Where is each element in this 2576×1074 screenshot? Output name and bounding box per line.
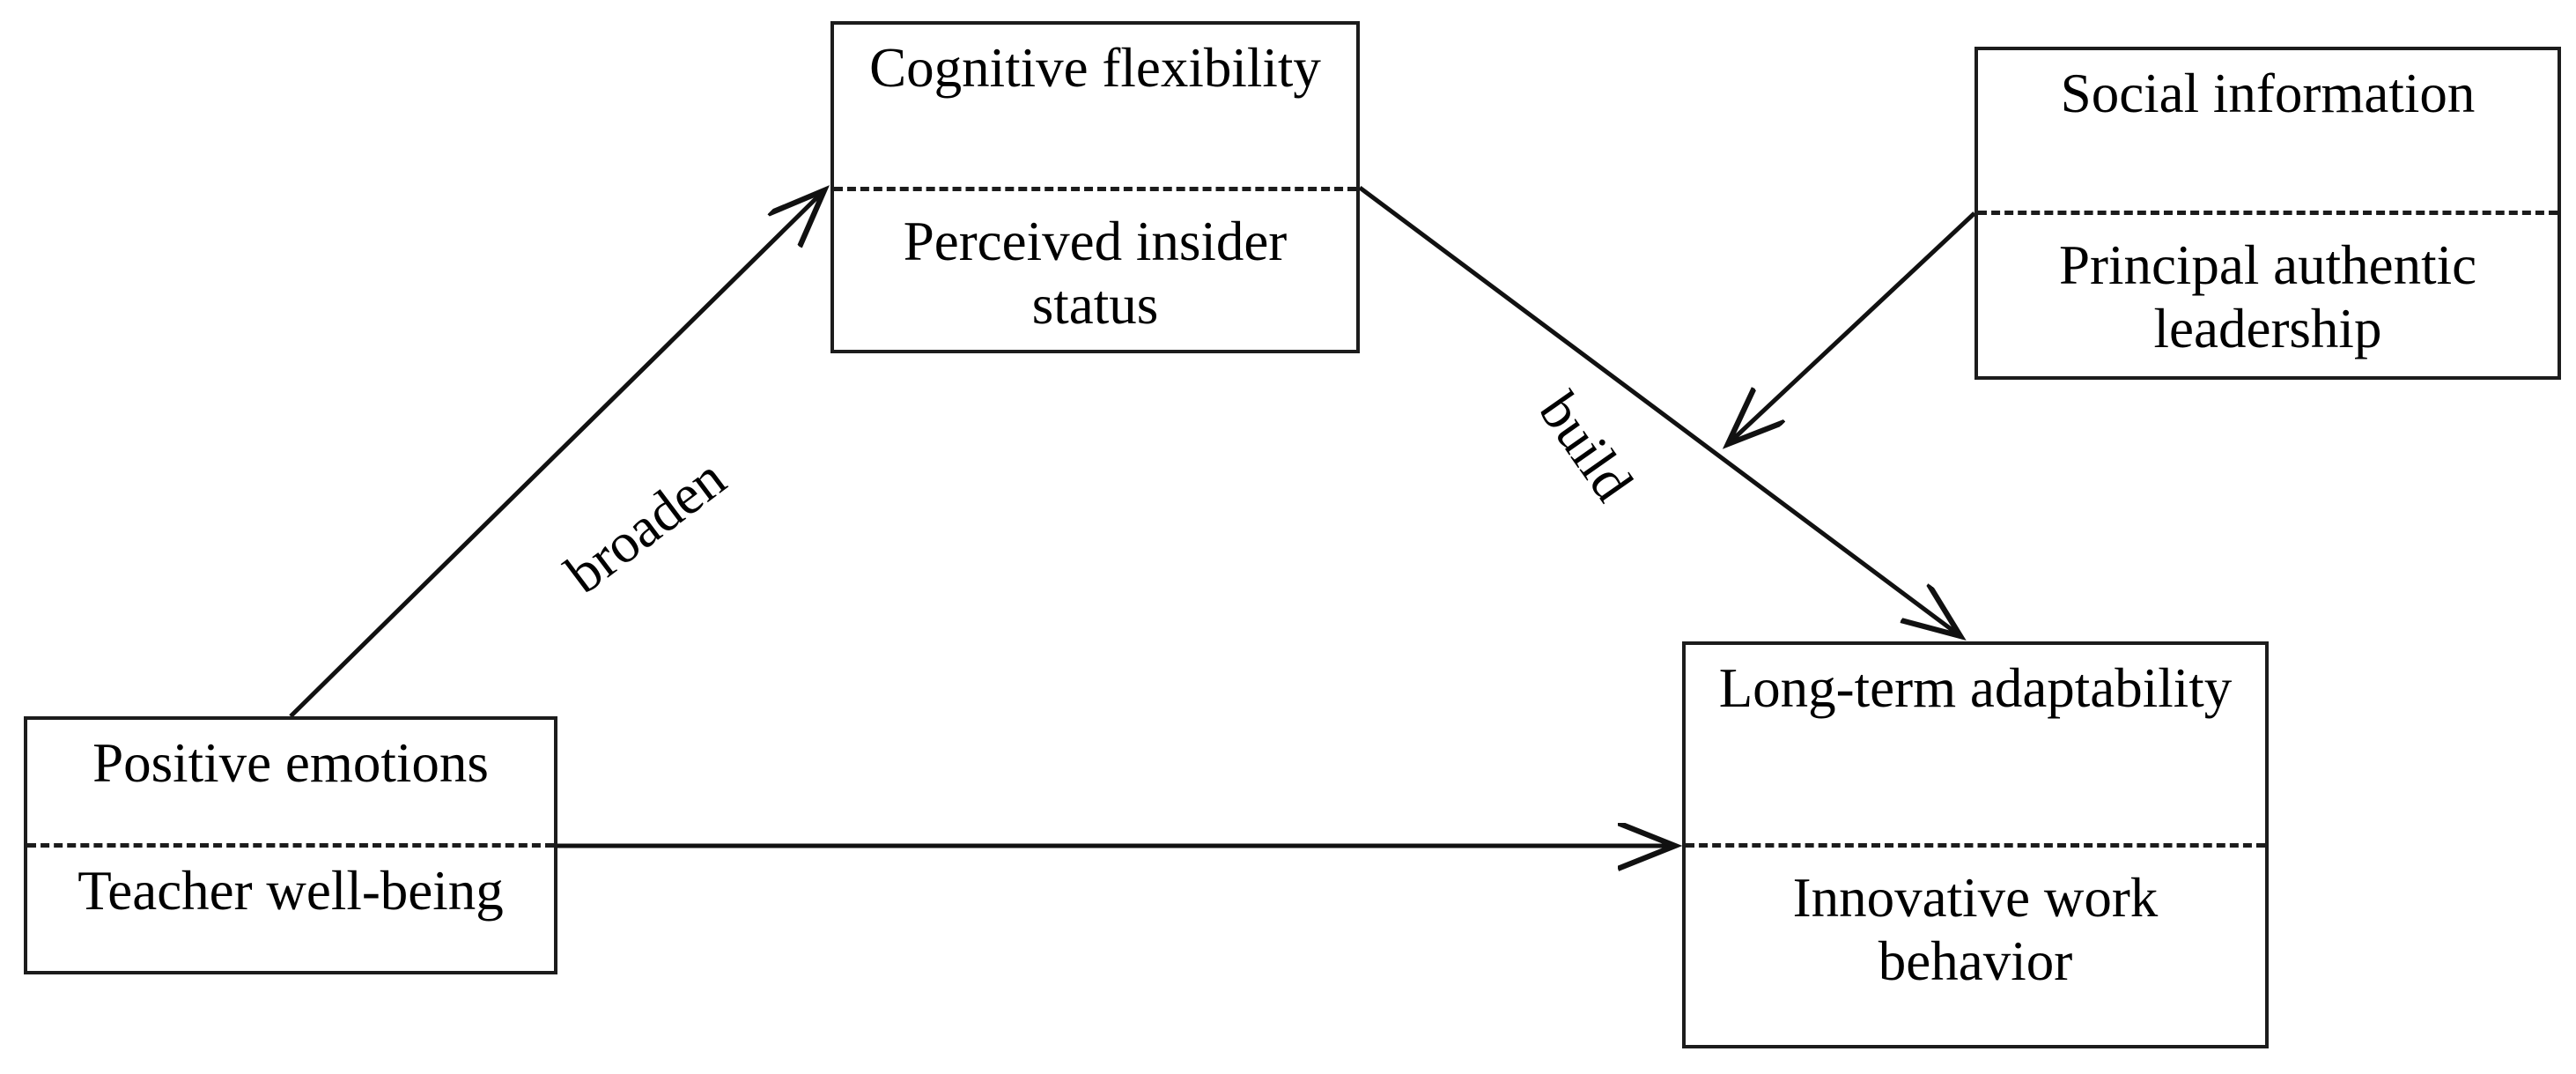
edge-moderation-line [1728,211,1976,444]
node-positive-emotions-lower-label: Teacher well-being [78,860,504,922]
node-cognitive-flexibility-upper-label: Cognitive flexibility [869,37,1321,99]
node-cognitive-flexibility-divider [834,186,1356,191]
node-long-term-adaptability-divider [1686,842,2265,848]
node-cognitive-flexibility-lower-label: Perceived insider status [903,210,1288,336]
node-social-information-upper-label: Social information [2060,63,2476,124]
node-positive-emotions-upper-label: Positive emotions [92,732,489,794]
node-social-information-divider [1978,210,2558,215]
node-social-information: Social information Principal authentic l… [1974,47,2561,380]
node-social-information-lower-label: Principal authentic leadership [2058,233,2477,359]
edge-build-line [1358,185,1960,636]
node-positive-emotions: Positive emotions Teacher well-being [24,716,557,974]
node-long-term-adaptability-lower-label: Innovative work behavior [1792,866,2159,992]
node-long-term-adaptability-upper-label: Long-term adaptability [1718,657,2233,719]
edge-broaden-line [289,190,824,718]
node-positive-emotions-divider [27,843,554,848]
node-cognitive-flexibility: Cognitive flexibility Perceived insider … [830,21,1360,353]
node-long-term-adaptability: Long-term adaptability Innovative work b… [1682,641,2269,1048]
